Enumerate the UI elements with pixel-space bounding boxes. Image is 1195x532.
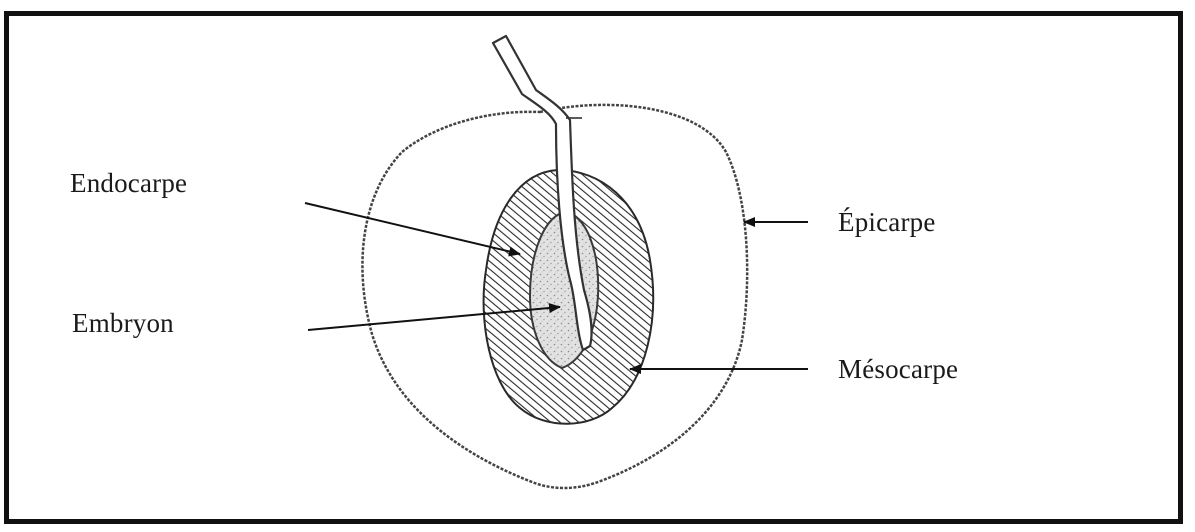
epicarpe-label: Épicarpe [838, 207, 936, 238]
endocarpe-label: Endocarpe [70, 168, 187, 199]
mesocarpe-label: Mésocarpe [838, 354, 958, 385]
embryon-label: Embryon [72, 308, 174, 339]
